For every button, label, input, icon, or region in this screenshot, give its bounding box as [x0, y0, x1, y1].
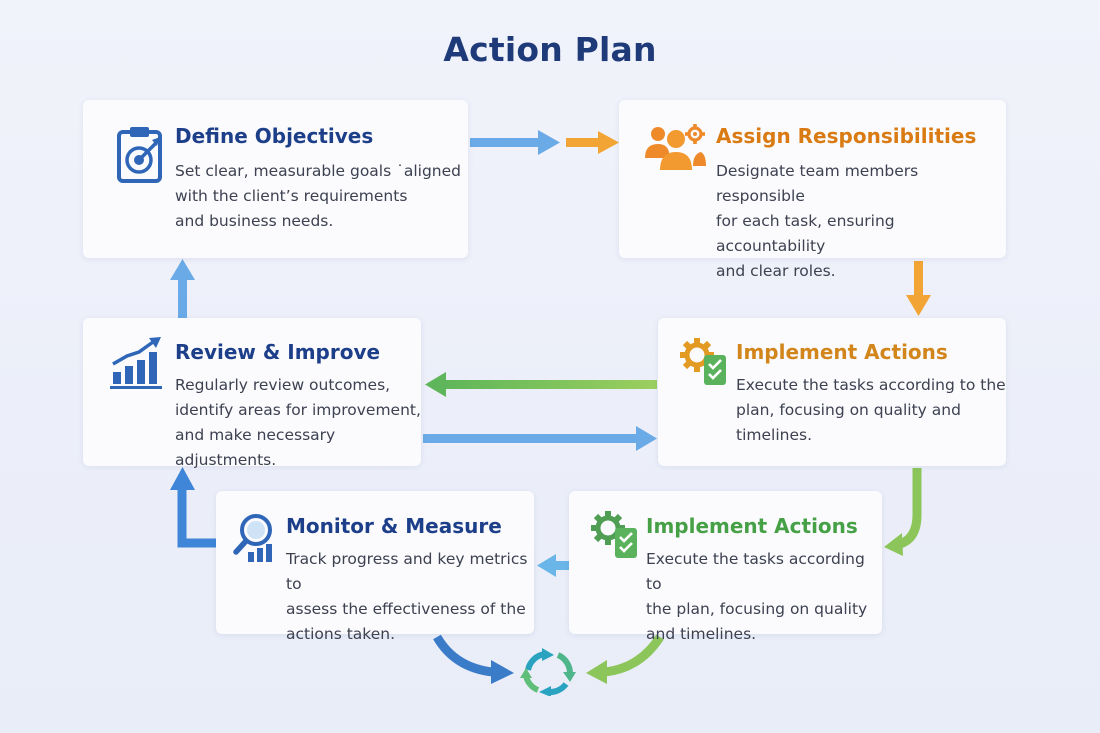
desc-line: Regularly review outcomes,	[175, 376, 391, 394]
step-title: Monitor & Measure	[286, 514, 502, 538]
gear-checklist-icon	[591, 511, 637, 558]
desc-line: with the client’s requirements	[175, 187, 408, 205]
desc-line: timelines.	[736, 426, 812, 444]
step-description: Execute the tasks according to the plan,…	[646, 547, 882, 647]
growth-chart-icon	[110, 337, 162, 389]
step-title: Review & Improve	[175, 340, 381, 364]
arrow-implement-to-cycle	[586, 634, 664, 684]
arrow-review-to-implement	[423, 426, 657, 451]
step-card-assign-responsibilities: Assign Responsibilities Designate team m…	[619, 100, 1006, 280]
desc-line: plan, focusing on quality and	[736, 401, 961, 419]
desc-line: actions taken.	[286, 625, 395, 643]
desc-line: Track progress and key metrics to	[286, 550, 528, 593]
step-description: Track progress and key metrics to assess…	[286, 547, 534, 647]
step-card-define-objectives: Define Objectives Set clear, measurable …	[83, 100, 468, 258]
magnifier-chart-icon	[233, 514, 272, 562]
gear-checklist-icon	[680, 338, 726, 385]
arrow-monitor-to-review	[170, 467, 216, 548]
page-title: Action Plan	[443, 30, 657, 69]
desc-line: identify areas for improvement,	[175, 401, 421, 419]
step-card-implement-actions-right: Implement Actions Execute the tasks acco…	[658, 318, 1006, 466]
step-description: Execute the tasks according to the plan,…	[736, 373, 1006, 448]
arrow-implement-to-implement	[884, 468, 922, 556]
team-gear-icon	[645, 124, 706, 170]
clipboard-target-icon	[117, 127, 162, 183]
desc-line: Designate team members responsible	[716, 162, 919, 205]
step-title: Define Objectives	[175, 124, 374, 148]
step-title: Implement Actions	[736, 340, 948, 364]
desc-line: and clear roles.	[716, 262, 836, 280]
arrow-review-to-define	[170, 259, 195, 318]
desc-line: Execute the tasks according to the	[736, 376, 1006, 394]
arrow-define-to-assign	[470, 130, 619, 155]
step-card-implement-actions-bottom: Implement Actions Execute the tasks acco…	[569, 491, 882, 643]
desc-line: and timelines.	[646, 625, 757, 643]
step-description: Set clear, measurable goals ˙aligned wit…	[175, 159, 461, 234]
step-title: Assign Responsibilities	[716, 124, 977, 148]
cycle-arrows-icon	[520, 648, 576, 696]
desc-line: assess the effectiveness of the	[286, 600, 526, 618]
step-description: Designate team members responsible for e…	[716, 159, 1006, 284]
desc-line: for each task, ensuring accountability	[716, 212, 895, 255]
desc-line: Execute the tasks according to	[646, 550, 865, 593]
arrow-implement-to-review	[425, 372, 657, 397]
desc-line: Set clear, measurable goals ˙aligned	[175, 162, 462, 180]
desc-line: the plan, focusing on quality	[646, 600, 868, 618]
arrow-monitor-to-cycle	[433, 634, 514, 684]
arrow-assign-to-implement	[906, 261, 931, 316]
arrow-implement-to-monitor	[537, 554, 569, 577]
step-title: Implement Actions	[646, 514, 858, 538]
desc-line: and business needs.	[175, 212, 334, 230]
desc-line: and make necessary adjustments.	[175, 426, 336, 469]
step-card-review-improve: Review & Improve Regularly review outcom…	[83, 318, 421, 469]
step-description: Regularly review outcomes, identify area…	[175, 373, 421, 473]
step-card-monitor-measure: Monitor & Measure Track progress and key…	[216, 491, 534, 643]
